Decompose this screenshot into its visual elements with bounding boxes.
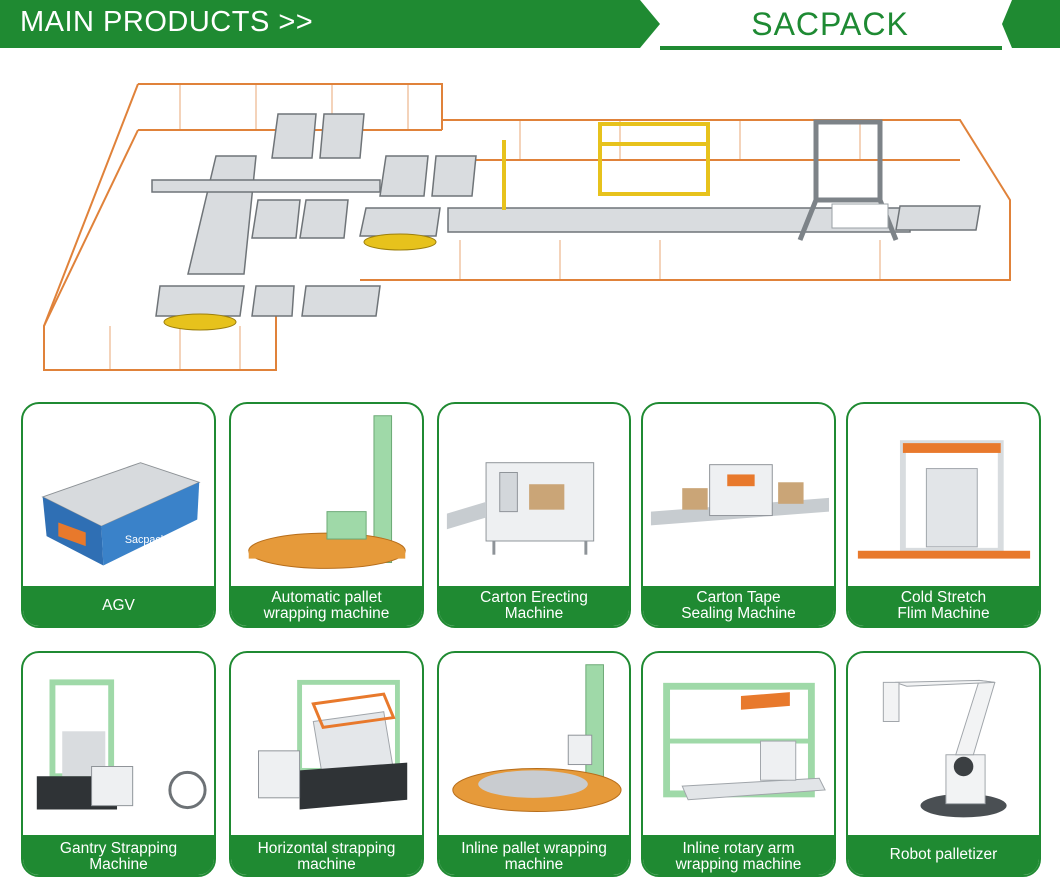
header-banner: MAIN PRODUCTS >> SACPACK: [0, 0, 1060, 52]
product-name: Inline rotary arm wrapping machine: [643, 835, 834, 875]
tape-sealer-icon: [643, 404, 834, 586]
product-name: Carton Erecting Machine: [439, 586, 629, 626]
horizontal-strapper-icon: [231, 653, 422, 835]
inline-wrapper-icon: [439, 653, 629, 835]
brand-name: SACPACK: [751, 6, 909, 42]
banner-background: [0, 0, 1060, 50]
product-card-inline-pallet-wrapping[interactable]: Inline pallet wrapping machine: [437, 651, 631, 877]
production-line-drawing: [43, 83, 1011, 371]
robot-arm-icon: [848, 653, 1039, 835]
rotary-arm-icon: [643, 653, 834, 835]
page-title: MAIN PRODUCTS >>: [20, 6, 314, 38]
pallet-wrapper-icon: [231, 404, 422, 586]
product-name: Horizontal strapping machine: [231, 835, 422, 875]
gantry-strapper-icon: [23, 653, 214, 835]
product-card-carton-erecting[interactable]: Carton Erecting Machine: [437, 402, 631, 628]
carton-erector-icon: [439, 404, 629, 586]
product-card-automatic-pallet-wrapping[interactable]: Automatic pallet wrapping machine: [229, 402, 424, 628]
product-name: Gantry Strapping Machine: [23, 835, 214, 875]
product-card-agv[interactable]: Sacpack AGV: [21, 402, 216, 628]
agv-icon: Sacpack: [23, 404, 214, 586]
product-card-robot-palletizer[interactable]: Robot palletizer: [846, 651, 1041, 877]
stretch-hood-icon: [848, 404, 1039, 586]
production-line-illustration: [0, 70, 1060, 390]
product-card-carton-tape-sealing[interactable]: Carton Tape Sealing Machine: [641, 402, 836, 628]
product-card-gantry-strapping[interactable]: Gantry Strapping Machine: [21, 651, 216, 877]
product-name: Inline pallet wrapping machine: [439, 835, 629, 875]
product-card-horizontal-strapping[interactable]: Horizontal strapping machine: [229, 651, 424, 877]
product-name: Carton Tape Sealing Machine: [643, 586, 834, 626]
product-card-cold-stretch[interactable]: Cold Stretch Flim Machine: [846, 402, 1041, 628]
product-name: Automatic pallet wrapping machine: [231, 586, 422, 626]
product-name: Robot palletizer: [848, 835, 1039, 875]
product-name: AGV: [23, 586, 214, 626]
svg-text:Sacpack: Sacpack: [125, 534, 167, 546]
product-card-inline-rotary-arm[interactable]: Inline rotary arm wrapping machine: [641, 651, 836, 877]
product-name: Cold Stretch Flim Machine: [848, 586, 1039, 626]
